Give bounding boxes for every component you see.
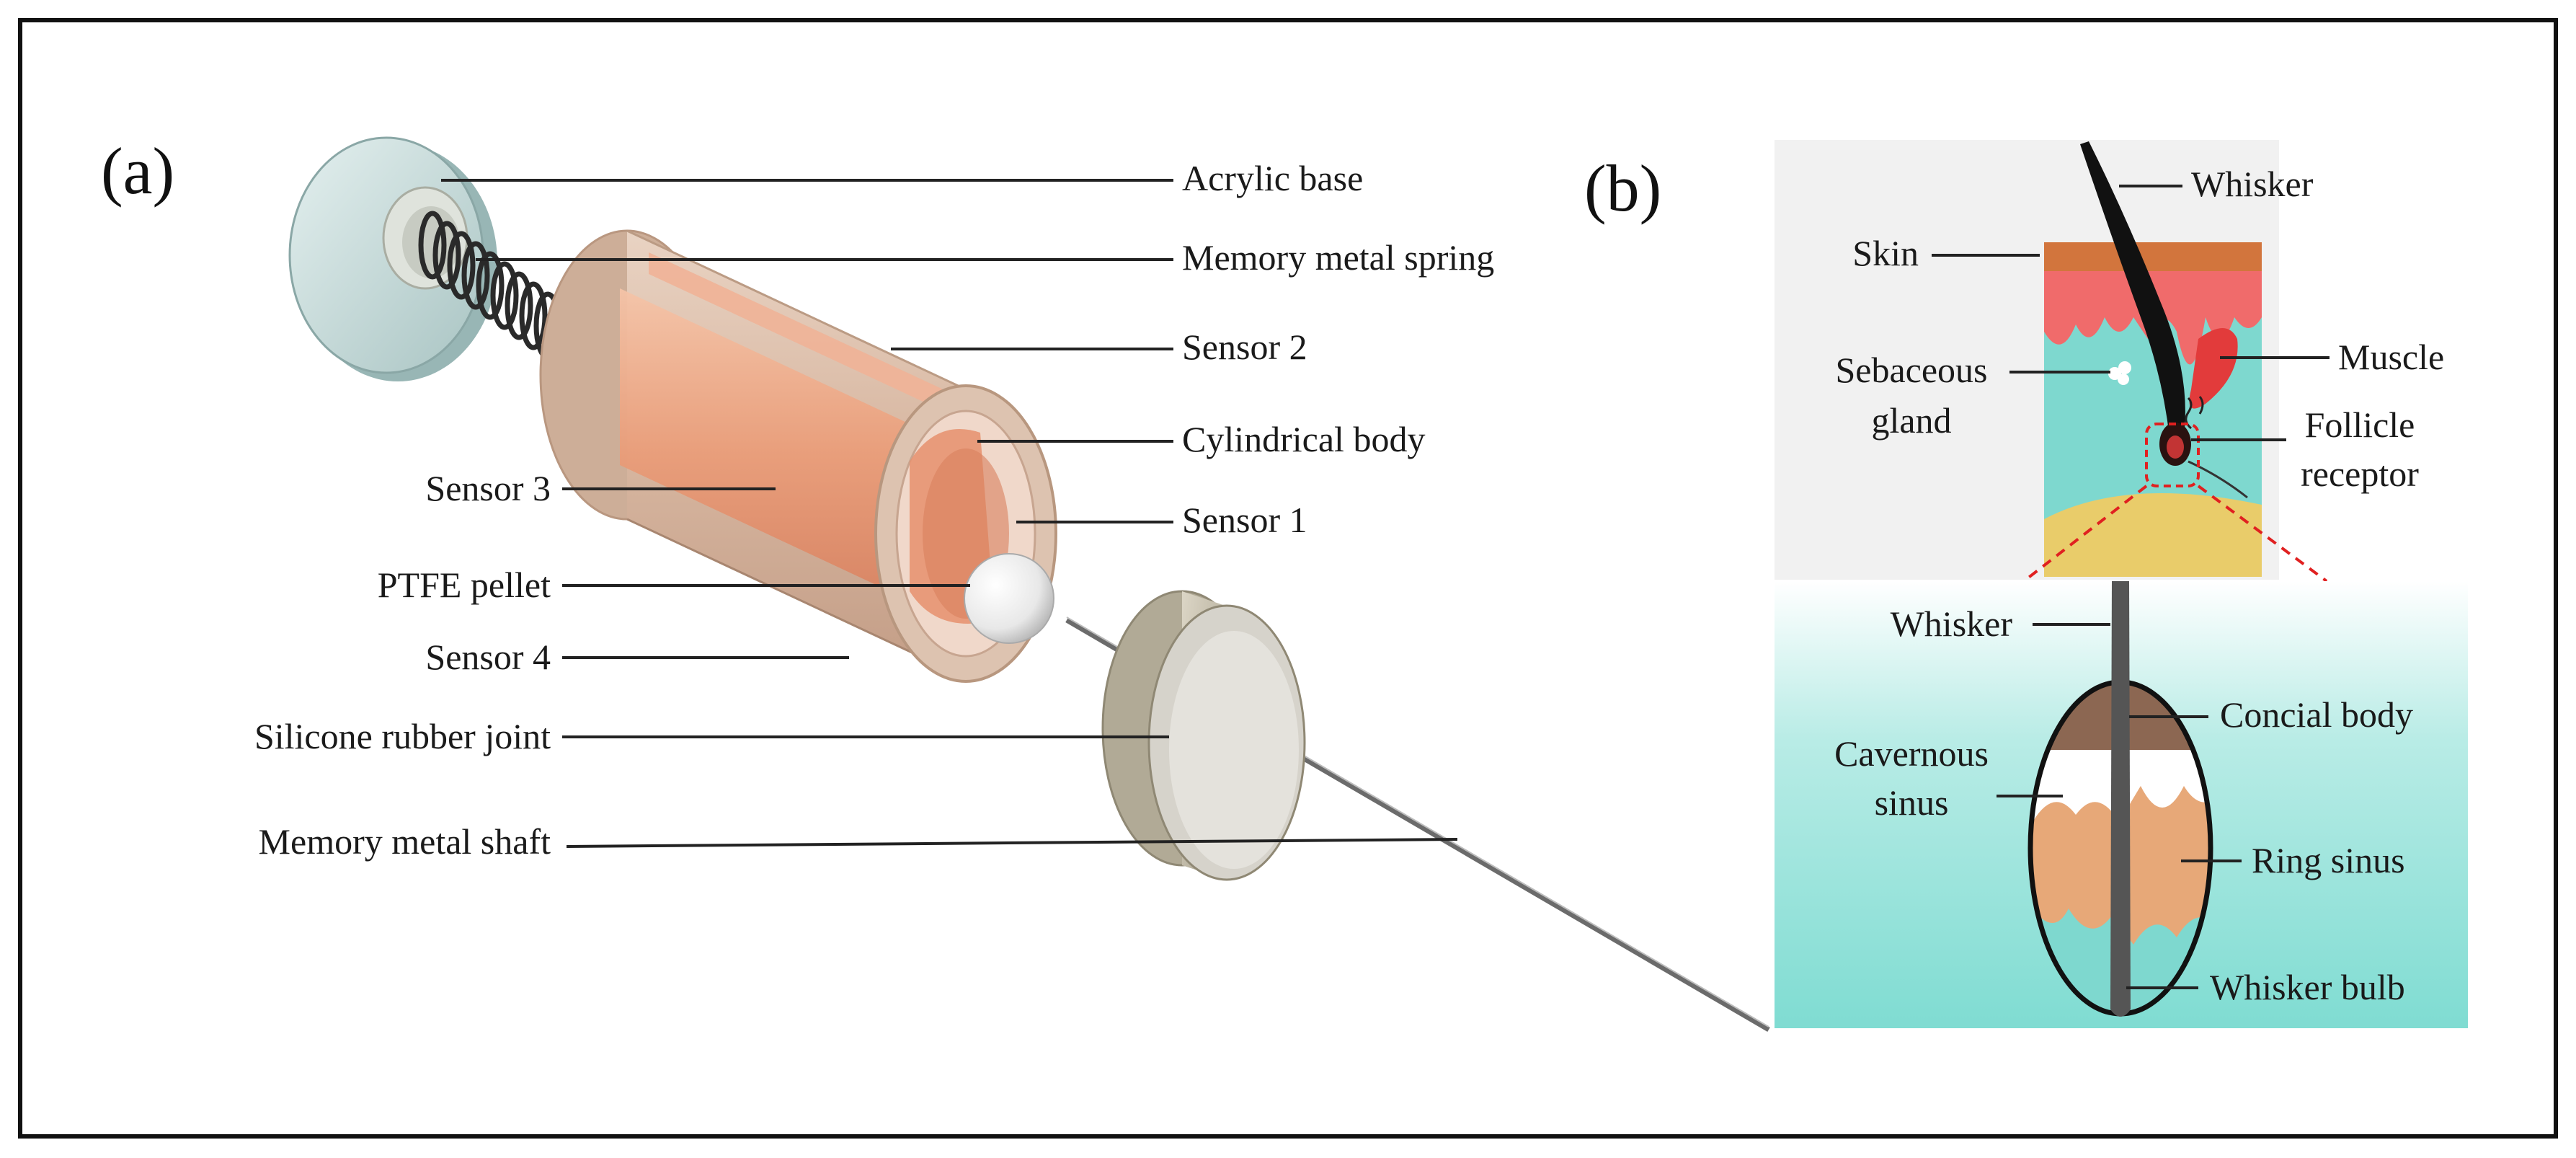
label-cylindrical-body: Cylindrical body bbox=[1182, 419, 1425, 459]
label-cavernous-sinus-1: Cavernous bbox=[1834, 733, 1989, 774]
label-sensor-3: Sensor 3 bbox=[425, 468, 551, 508]
label-concial-body: Concial body bbox=[2220, 694, 2413, 735]
label-skin: Skin bbox=[1852, 233, 1919, 273]
acrylic-base-part bbox=[288, 136, 497, 381]
label-muscle: Muscle bbox=[2338, 337, 2444, 377]
label-follicle-receptor-1: Follicle bbox=[2305, 405, 2415, 445]
label-cavernous-sinus-2: sinus bbox=[1875, 782, 1949, 823]
label-silicone-rubber-joint: Silicone rubber joint bbox=[254, 716, 551, 756]
panel-a-label: (a) bbox=[101, 134, 174, 208]
label-ptfe-pellet: PTFE pellet bbox=[378, 565, 551, 605]
skin-cross-section bbox=[2044, 141, 2262, 577]
label-memory-metal-spring: Memory metal spring bbox=[1182, 237, 1494, 278]
label-sebaceous-gland-1: Sebaceous bbox=[1835, 350, 1987, 390]
label-sensor-1: Sensor 1 bbox=[1182, 500, 1307, 540]
leader-lines-a bbox=[441, 179, 1458, 848]
label-acrylic-base: Acrylic base bbox=[1182, 158, 1363, 198]
label-whisker-top: Whisker bbox=[2191, 164, 2314, 204]
label-sensor-2: Sensor 2 bbox=[1182, 327, 1307, 367]
label-sebaceous-gland-2: gland bbox=[1871, 400, 1951, 441]
label-ring-sinus: Ring sinus bbox=[2252, 840, 2405, 880]
zoom-line-left bbox=[2022, 485, 2148, 583]
leader-lines-b bbox=[1932, 185, 2329, 989]
label-whisker-bulb: Whisker bulb bbox=[2210, 967, 2405, 1007]
panel-b-label: (b) bbox=[1584, 151, 1661, 225]
silicone-rubber-joint-part bbox=[1101, 590, 1306, 881]
label-follicle-receptor-2: receptor bbox=[2301, 454, 2419, 494]
label-memory-metal-shaft: Memory metal shaft bbox=[259, 821, 551, 862]
label-sensor-4: Sensor 4 bbox=[425, 637, 551, 677]
label-whisker-bottom: Whisker bbox=[1891, 604, 2013, 644]
ptfe-pellet-part bbox=[964, 553, 1054, 644]
zoom-line-right bbox=[2197, 485, 2328, 583]
